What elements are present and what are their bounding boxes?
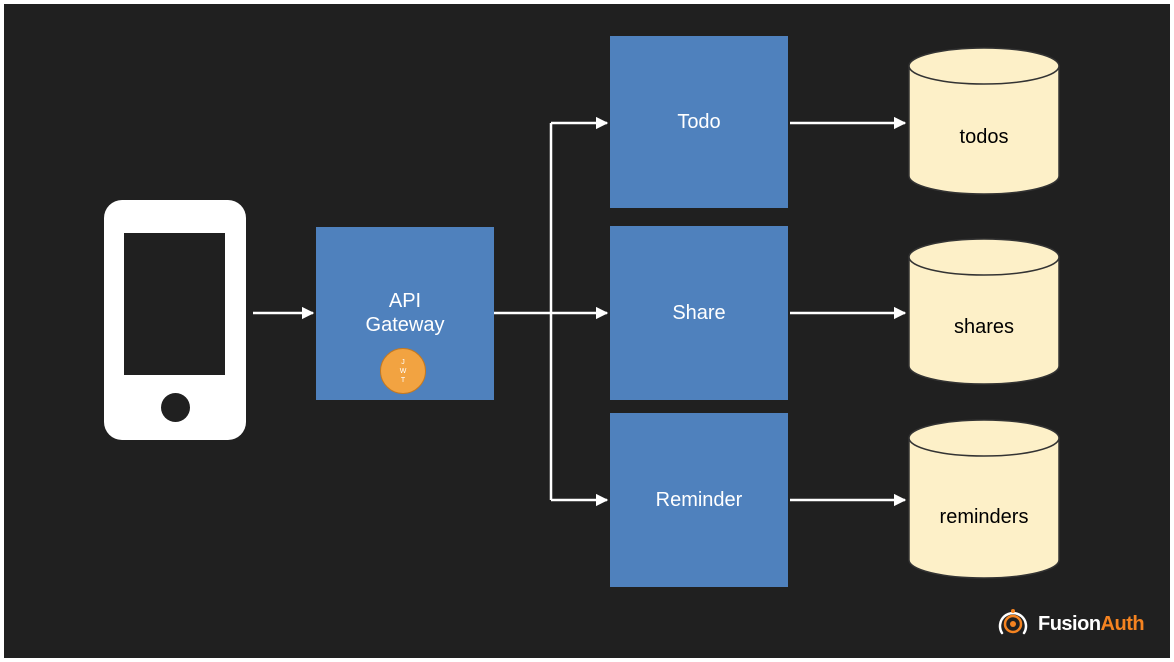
- fusionauth-wordmark: FusionAuth: [1038, 612, 1145, 636]
- database-shares-label: shares: [953, 316, 1015, 338]
- phone-home-button: [161, 393, 190, 422]
- database-todos-label: todos: [959, 126, 1009, 148]
- service-todo-label: Todo: [677, 111, 721, 133]
- service-share-label: Share: [672, 302, 726, 324]
- fusionauth-logo-icon: [998, 609, 1028, 635]
- phone-screen: [124, 233, 225, 375]
- service-todo-box: Todo: [610, 36, 788, 208]
- jwt-badge-letter: J: [401, 358, 405, 366]
- jwt-badge-letter: W: [399, 367, 407, 375]
- mobile-phone-icon: [104, 200, 246, 440]
- api-gateway-box: API Gateway J W T: [316, 227, 494, 400]
- fusionauth-brand: FusionAuth: [996, 606, 1145, 642]
- brand-name-part1: Fusion: [1038, 612, 1101, 635]
- service-reminder-box: Reminder: [610, 413, 788, 587]
- service-share-box: Share: [610, 226, 788, 400]
- brand-name-part2: Auth: [1100, 612, 1145, 635]
- api-gateway-label: API Gateway: [365, 290, 445, 336]
- database-reminders-label: reminders: [939, 506, 1029, 528]
- jwt-badge: J W T: [380, 348, 426, 394]
- jwt-badge-letter: T: [400, 376, 406, 384]
- service-reminder-label: Reminder: [655, 489, 743, 511]
